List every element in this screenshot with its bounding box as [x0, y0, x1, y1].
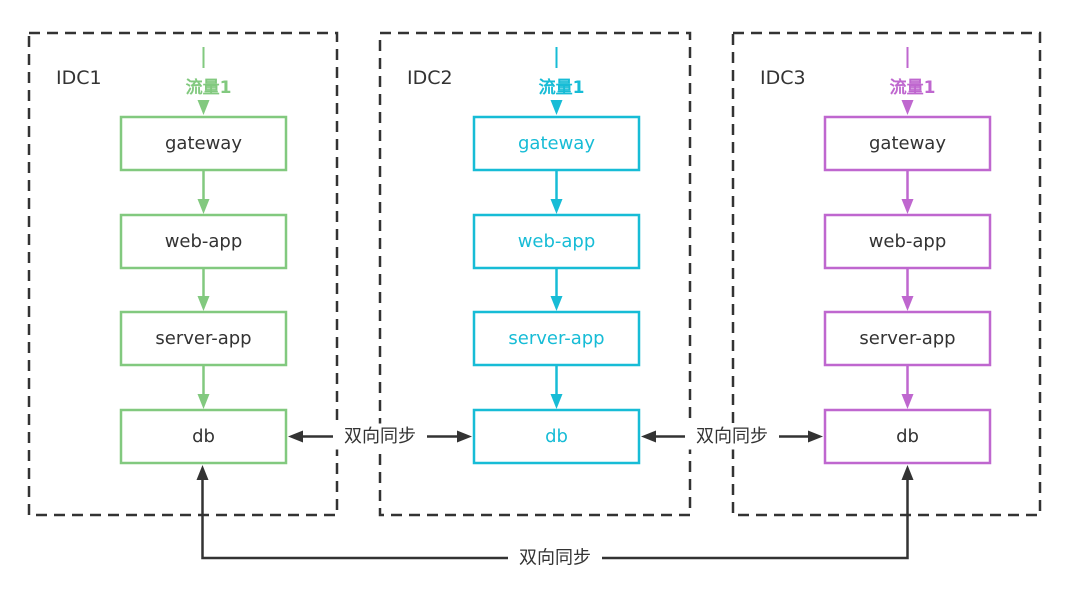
arrowhead-icon [550, 394, 563, 409]
sync-line [201, 479, 508, 560]
sync-link-1: 双向同步 [288, 423, 472, 450]
idc-container [731, 31, 1042, 517]
sync-label: 双向同步 [696, 426, 768, 447]
idc-label: IDC2 [407, 67, 453, 89]
arrowhead-icon [457, 430, 472, 443]
traffic-label: 流量1 [890, 77, 936, 98]
traffic-label: 流量1 [539, 77, 585, 98]
service-node-server-app[interactable]: server-app [823, 310, 992, 367]
service-label: server-app [155, 328, 251, 349]
arrowhead-icon [641, 430, 656, 443]
idc-container [27, 31, 339, 517]
arrowhead-icon [901, 100, 914, 115]
service-box[interactable] [472, 213, 641, 270]
sync-line [602, 479, 909, 560]
sync-label: 双向同步 [344, 426, 416, 447]
service-node-server-app[interactable]: server-app [119, 310, 288, 367]
arrowhead-icon [808, 430, 823, 443]
service-label: db [192, 426, 215, 447]
service-node-db[interactable]: db [823, 408, 992, 465]
service-node-server-app[interactable]: server-app [472, 310, 641, 367]
idc-1-group: IDC1 流量1 gateway web-app server-app db [27, 31, 339, 517]
service-box[interactable] [823, 213, 992, 270]
arrowhead-icon [288, 430, 303, 443]
service-node-web-app[interactable]: web-app [119, 213, 288, 270]
idc-label: IDC3 [760, 67, 806, 89]
arrowhead-icon [196, 465, 209, 480]
arrowhead-icon [901, 465, 914, 480]
service-label: gateway [518, 133, 595, 154]
idc-container [378, 31, 692, 517]
service-label: web-app [869, 231, 947, 252]
arrowhead-icon [197, 100, 210, 115]
sync-label-bg [334, 423, 426, 450]
arrowhead-icon [197, 394, 210, 409]
service-node-db[interactable]: db [472, 408, 641, 465]
service-label: gateway [165, 133, 242, 154]
service-box[interactable] [119, 408, 288, 465]
service-label: web-app [518, 231, 596, 252]
arrowhead-icon [197, 199, 210, 214]
service-box[interactable] [119, 213, 288, 270]
service-box[interactable] [119, 115, 288, 172]
service-node-db[interactable]: db [119, 408, 288, 465]
service-label: server-app [508, 328, 604, 349]
service-label: web-app [165, 231, 243, 252]
service-box[interactable] [823, 115, 992, 172]
sync-link-3: 双向同步 [196, 465, 914, 569]
service-node-gateway[interactable]: gateway [472, 115, 641, 172]
traffic-label: 流量1 [186, 77, 232, 98]
arrowhead-icon [901, 199, 914, 214]
service-box[interactable] [119, 310, 288, 367]
arrowhead-icon [197, 296, 210, 311]
service-node-web-app[interactable]: web-app [472, 213, 641, 270]
service-box[interactable] [823, 408, 992, 465]
service-node-gateway[interactable]: gateway [119, 115, 288, 172]
service-box[interactable] [823, 310, 992, 367]
arrowhead-icon [550, 100, 563, 115]
idc-3-group: IDC3 流量1 gateway web-app server-app db [731, 31, 1042, 517]
service-box[interactable] [472, 115, 641, 172]
service-box[interactable] [472, 408, 641, 465]
service-label: server-app [859, 328, 955, 349]
sync-label-bg [686, 423, 778, 450]
service-node-gateway[interactable]: gateway [823, 115, 992, 172]
sync-link-2: 双向同步 [641, 423, 823, 450]
arrowhead-icon [901, 296, 914, 311]
service-box[interactable] [472, 310, 641, 367]
service-label: db [545, 426, 568, 447]
service-label: gateway [869, 133, 946, 154]
service-node-web-app[interactable]: web-app [823, 213, 992, 270]
arrowhead-icon [901, 394, 914, 409]
service-label: db [896, 426, 919, 447]
arrowhead-icon [550, 199, 563, 214]
idc-2-group: IDC2 流量1 gateway web-app server-app db [378, 31, 692, 517]
arrowhead-icon [550, 296, 563, 311]
idc-label: IDC1 [56, 67, 102, 89]
sync-label: 双向同步 [519, 548, 591, 569]
